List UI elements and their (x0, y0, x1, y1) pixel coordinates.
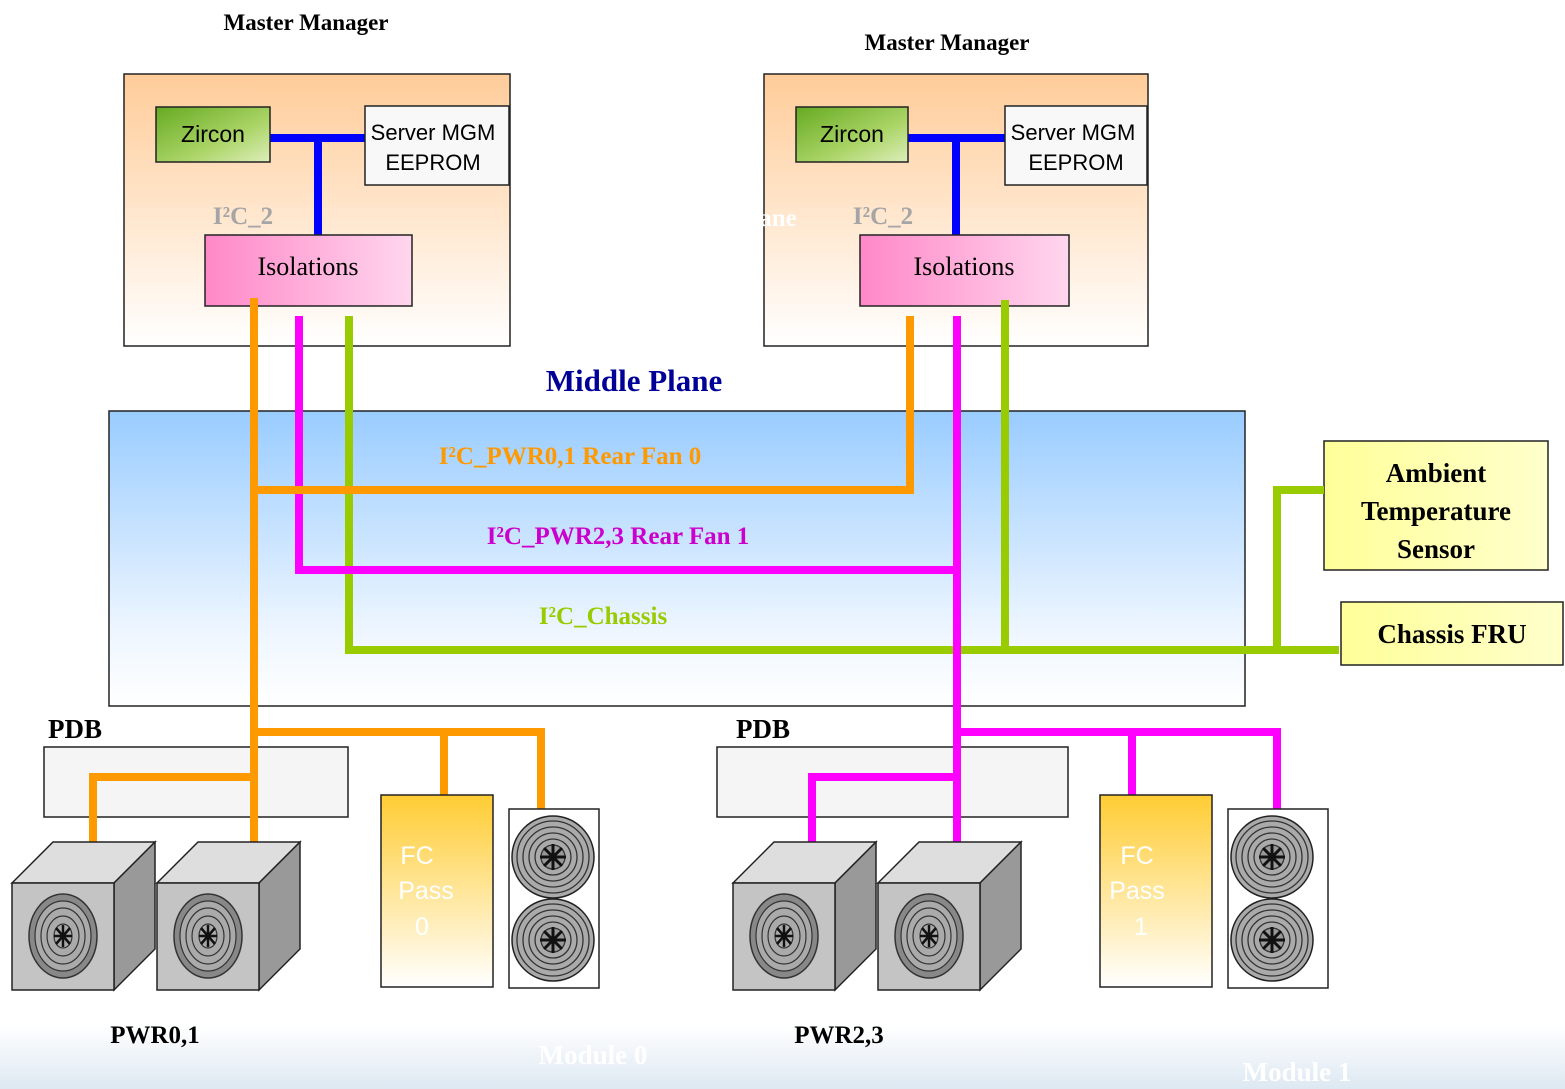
eeprom-1-line2: EEPROM (385, 150, 480, 175)
rear-fan0-wire (254, 728, 545, 810)
pwr23-label: PWR2,3 (794, 1022, 884, 1049)
isolations-1 (204, 234, 413, 307)
zircon-label-1: Zircon (181, 121, 245, 147)
zircon-label-2: Zircon (820, 121, 884, 147)
bus-pwr01-label: I²C_PWR0,1 Rear Fan 0 (439, 443, 702, 470)
isolations-2 (859, 234, 1070, 307)
server-mgm-eeprom-1 (364, 105, 510, 186)
sensor-line2: Temperature (1361, 496, 1511, 526)
ambient-temperature-sensor (1323, 440, 1549, 571)
pdb-box-2 (716, 746, 1069, 818)
zircon-chip-1 (155, 106, 271, 163)
chassis-fru (1340, 601, 1564, 666)
fc-pass-1-line3: 1 (1134, 913, 1148, 941)
pdb-label-1: PDB (48, 714, 102, 744)
pwr2-wire (808, 773, 957, 851)
server-mgm-eeprom-2 (1004, 105, 1148, 186)
pwr01-label: PWR0,1 (110, 1022, 200, 1049)
module-0-label: Module 0 (539, 1040, 648, 1070)
master-manager-2-title: Master Manager (865, 30, 1030, 55)
rear-fan-0-bottom-fan (510, 897, 596, 983)
fc-pass-0-line3: 0 (415, 913, 429, 941)
psu-pwr1 (157, 842, 300, 990)
psu-pwr3 (878, 842, 1021, 990)
fc-pass-0-line1: FC (400, 842, 433, 870)
pwr0-wire (89, 773, 254, 845)
fc-pass-0-line2: Pass (398, 877, 454, 905)
isolations-1-label: Isolations (257, 252, 358, 281)
bottom-strip (0, 1025, 1565, 1089)
eeprom-1-line1: Server MGM (371, 120, 496, 145)
eeprom-2-line1: Server MGM (1011, 120, 1136, 145)
pwr01-bus-wire (254, 316, 914, 494)
eeprom-2-line2: EEPROM (1028, 150, 1123, 175)
zircon-chip-2 (795, 106, 909, 163)
pwr23-bus-wire (295, 316, 957, 574)
master-manager-1-title: Master Manager (224, 10, 389, 35)
sensor-line1: Ambient (1386, 458, 1487, 488)
module-1-label: Module 1 (1243, 1057, 1352, 1087)
middle-plane-title: Middle Plane (546, 363, 723, 398)
fc-pass-1-line1: FC (1120, 842, 1153, 870)
fc-pass-1 (1099, 794, 1213, 988)
rear-fan1-wire (957, 728, 1281, 810)
psu-pwr0 (12, 842, 155, 990)
fc-pass-0 (380, 794, 494, 988)
ghost-text: ane (759, 205, 797, 232)
chassis-fru-label: Chassis FRU (1377, 619, 1526, 649)
psu-pwr2 (733, 842, 876, 990)
sensor-line3: Sensor (1397, 534, 1475, 564)
rear-fan-1-bottom-fan (1229, 897, 1315, 983)
isolations-2-label: Isolations (913, 252, 1014, 281)
rear-fan-0-top-fan (510, 814, 596, 900)
sensor-wire (1273, 486, 1324, 650)
fc-pass-1-line2: Pass (1109, 877, 1165, 905)
i2c-2-label-2: I²C_2 (853, 203, 913, 230)
i2c-2-label-1: I²C_2 (213, 203, 273, 230)
bus-chassis-label: I²C_Chassis (539, 603, 668, 630)
rear-fan-1-top-fan (1229, 814, 1315, 900)
pdb-label-2: PDB (736, 714, 790, 744)
bus-pwr23-label: I²C_PWR2,3 Rear Fan 1 (487, 523, 750, 550)
